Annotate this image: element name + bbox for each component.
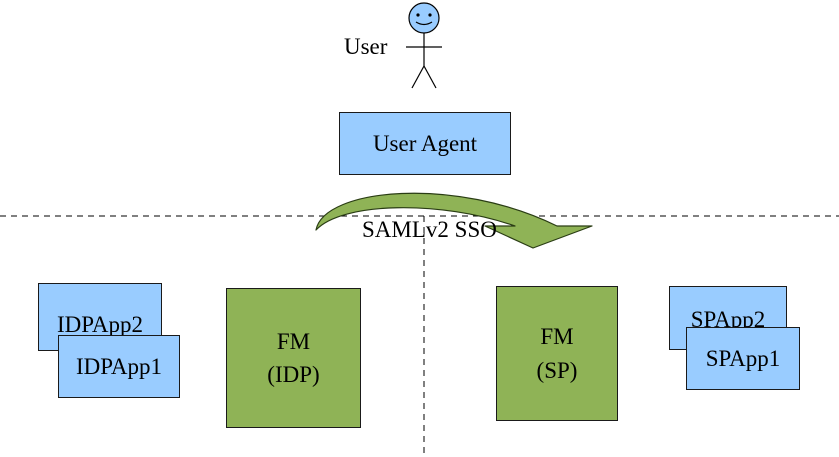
user-agent-label: User Agent bbox=[372, 130, 478, 156]
sp-app1-box: SPApp1 bbox=[686, 327, 800, 390]
fm-sp-line2: (SP) bbox=[536, 357, 578, 383]
user-label: User bbox=[344, 34, 388, 59]
fm-idp-line1: FM bbox=[276, 328, 311, 354]
sp-app1-label: SPApp1 bbox=[705, 345, 781, 371]
idp-app2-label: IDPApp2 bbox=[56, 312, 144, 337]
fm-sp-line1: FM bbox=[540, 324, 574, 350]
fm-idp-line2: (IDP) bbox=[267, 362, 320, 387]
saml-sso-label: SAMLv2 SSO bbox=[362, 217, 497, 242]
fm-idp-box: FM (IDP) bbox=[226, 288, 361, 428]
user-agent-box: User Agent bbox=[339, 112, 511, 175]
idp-app1-label: IDPApp1 bbox=[75, 353, 163, 379]
fm-sp-box: FM (SP) bbox=[496, 286, 618, 421]
idp-app1-box: IDPApp1 bbox=[58, 335, 180, 398]
